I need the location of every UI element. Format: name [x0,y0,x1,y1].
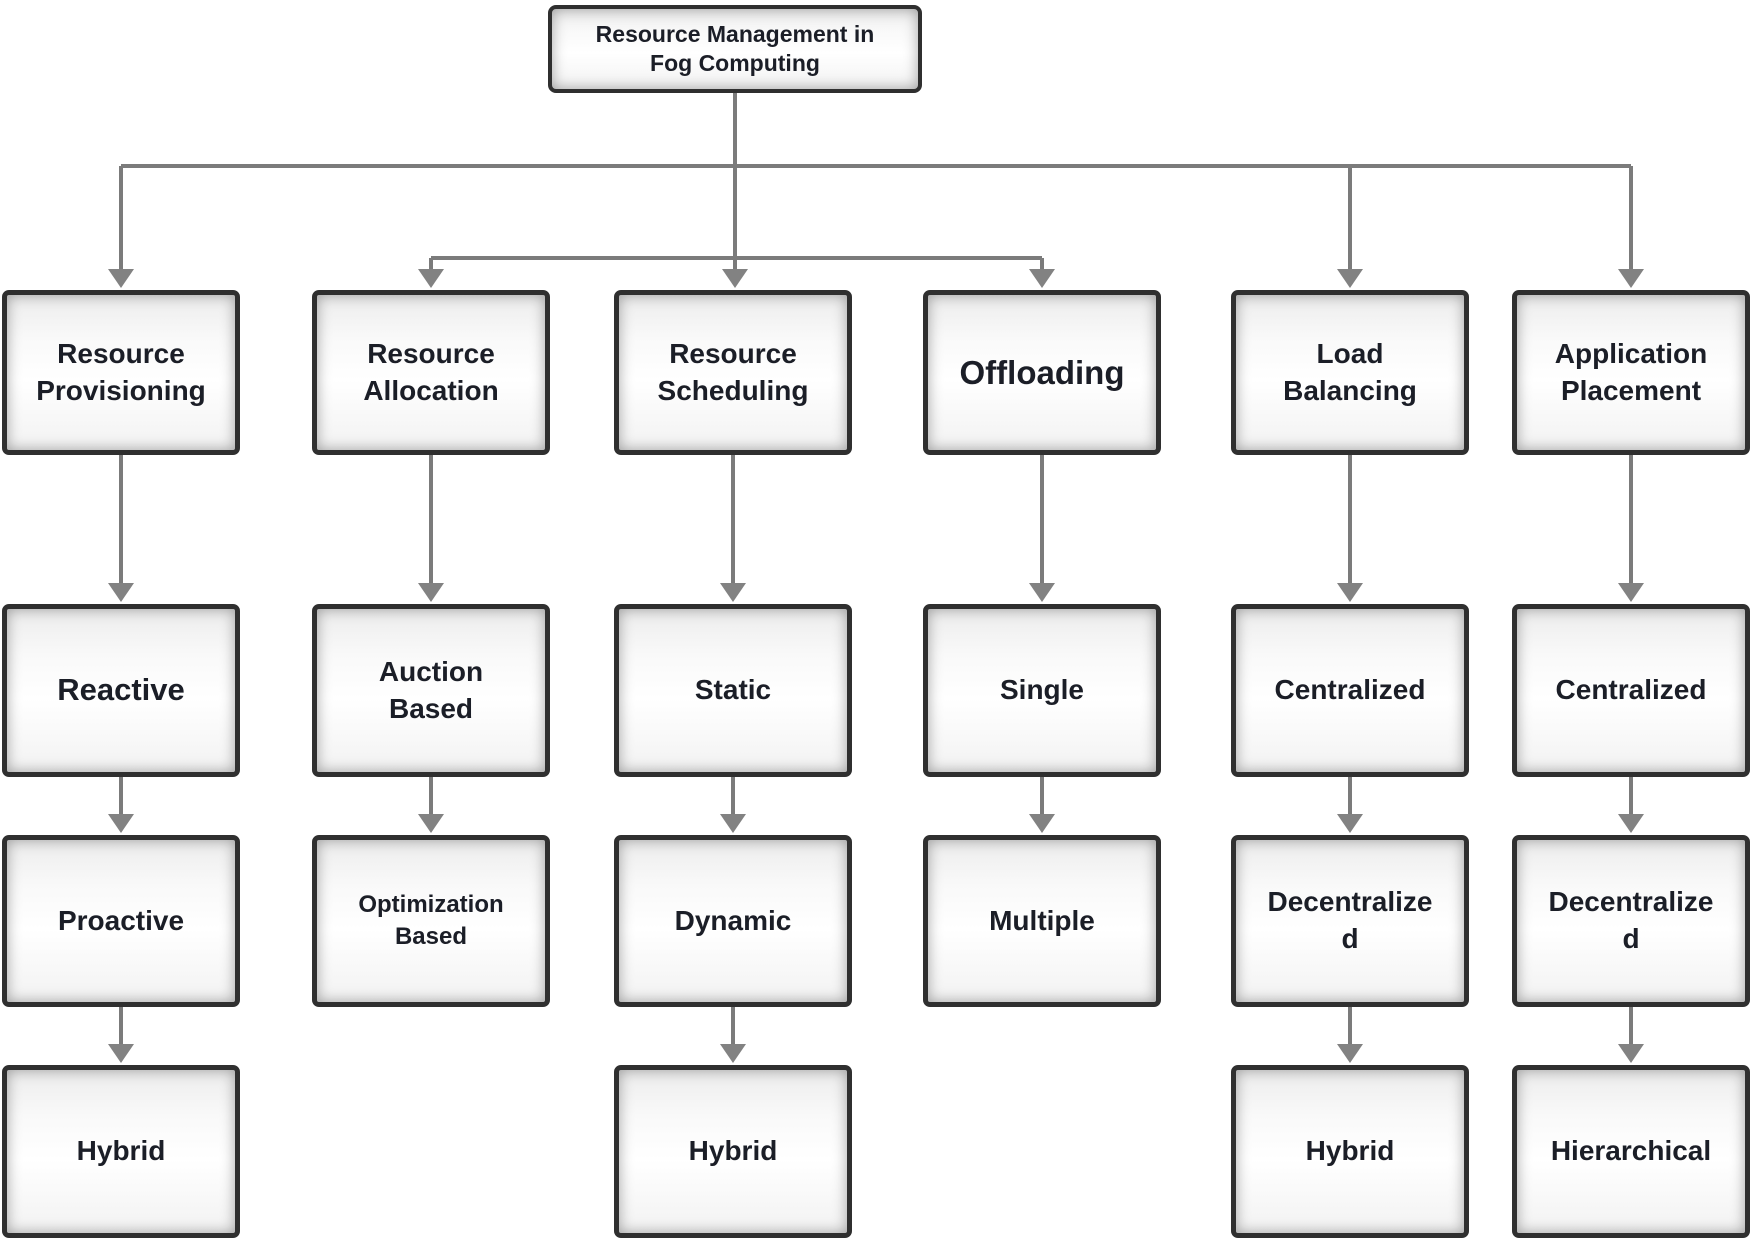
category-application-placement: Application Placement [1512,290,1750,455]
category-offloading: Offloading [923,290,1161,455]
node-label: Proactive [57,904,185,936]
node-label: Reactive [57,672,185,708]
node-label: Hybrid [1305,1135,1395,1167]
node-optimization-based: Optimization Based [312,835,550,1007]
node-label: Static [694,674,772,706]
category-resource-scheduling: Resource Scheduling [614,290,852,455]
node-label: Offloading [959,353,1125,391]
node-label: Decentralize d [1267,886,1433,954]
node-label: Auction Based [378,655,484,724]
node-label: Optimization Based [358,891,504,950]
node-label: Hierarchical [1550,1135,1712,1167]
root-node-resource-management: Resource Management in Fog Computing [548,5,922,93]
node-label: Multiple [989,904,1095,936]
node-dynamic: Dynamic [614,835,852,1007]
node-label: Single [999,674,1084,706]
node-centralized-load-balancing: Centralized [1231,604,1469,777]
category-load-balancing: Load Balancing [1231,290,1469,455]
node-hybrid-provisioning: Hybrid [2,1065,240,1238]
node-centralized-application-placement: Centralized [1512,604,1750,777]
category-resource-provisioning: Resource Provisioning [2,290,240,455]
node-decentralized-load-balancing: Decentralize d [1231,835,1469,1007]
node-label: Hybrid [76,1135,166,1167]
node-label: Resource Provisioning [36,337,206,406]
category-resource-allocation: Resource Allocation [312,290,550,455]
node-hierarchical: Hierarchical [1512,1065,1750,1238]
node-label: Application Placement [1554,337,1708,406]
node-decentralized-application-placement: Decentralize d [1512,835,1750,1007]
node-multiple: Multiple [923,835,1161,1007]
node-reactive: Reactive [2,604,240,777]
arrowhead-group [108,269,1644,1063]
node-label: Centralized [1555,674,1707,706]
node-label: Hybrid [688,1135,778,1167]
node-hybrid-scheduling: Hybrid [614,1065,852,1238]
node-proactive: Proactive [2,835,240,1007]
node-label: Decentralize d [1548,886,1714,954]
node-static: Static [614,604,852,777]
node-single: Single [923,604,1161,777]
node-label: Resource Scheduling [657,337,809,406]
node-auction-based: Auction Based [312,604,550,777]
node-label: Resource Allocation [363,337,499,406]
node-hybrid-load-balancing: Hybrid [1231,1065,1469,1238]
node-label: Dynamic [674,904,792,936]
root-node-label: Resource Management in Fog Computing [595,21,875,76]
node-label: Centralized [1274,674,1426,706]
node-label: Load Balancing [1283,337,1417,406]
